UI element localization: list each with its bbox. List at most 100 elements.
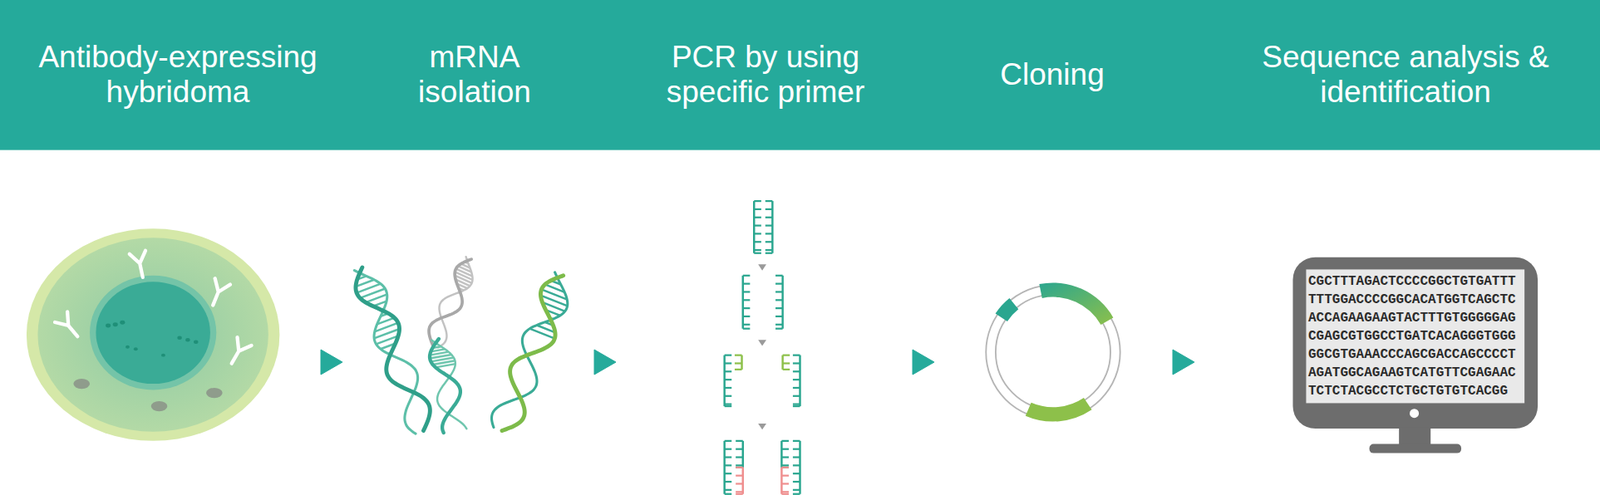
strand-tick [735,475,744,478]
step-heading: Cloning [960,0,1144,150]
strand-tick [782,362,791,365]
helix-strand [502,275,564,432]
sequence-line: CGCTTTAGACTCCCCGGCTGTGATTT [1308,272,1517,291]
hybridoma-cell [26,228,280,442]
strand-tick [792,395,801,398]
strand-tick [734,369,743,371]
strand-tick [792,354,801,357]
strand-tick [781,464,789,467]
sequence-line: ACCAGAAGAAGTACTTTGTGGGGGAG [1308,309,1517,328]
dna-strand [735,441,744,495]
helix-rung [529,329,555,340]
strand-tick [724,440,733,443]
plasmid-insert [1038,282,1113,325]
strand-tick [792,405,801,408]
dna-strand [792,441,801,495]
plasmid-insert [1025,398,1093,422]
process-step: PCR by using specific primer [628,0,894,491]
strand-tick [775,324,783,326]
strand-tick [753,224,762,227]
strand-backbone [740,355,743,370]
sequence-line: CGAGCGTGGCCTGATCACAGGGTGGG [1308,327,1517,346]
computer-monitor [1292,257,1538,454]
strand-tick [765,241,773,243]
strand-tick [792,493,801,495]
sequence-line: GGCGTGAAACCCAGCGACCAGCCCCT [1308,345,1517,365]
strand-tick [753,241,762,243]
strand-tick [743,307,751,310]
strand-tick [734,354,743,357]
strand-tick [782,354,791,357]
strand-tick [753,200,762,202]
strand-tick [724,362,733,365]
strand-tick [781,440,789,443]
strand-backbone [780,441,783,468]
strand-tick [792,448,801,451]
strand-tick [792,362,801,365]
strand-tick [735,493,744,495]
helix-strand [428,259,472,345]
strand-tick [781,475,789,478]
dna-strand [724,355,733,407]
strand-tick [724,403,733,406]
strand-tick [734,362,743,365]
dna-strand [782,355,791,370]
flow-arrow [1172,349,1195,375]
strand-tick [781,448,789,451]
strand-tick [743,299,751,301]
strand-tick [735,448,744,451]
strand-backbone [742,441,744,468]
dna-strand [743,275,751,330]
sequence-text: CGCTTTAGACTCCCCGGCTGTGATTTTTTGGACCCCGGCA… [1308,272,1517,401]
strand-tick [753,208,762,211]
helix-strand [429,339,461,434]
strand-tick [743,324,751,326]
strand-tick [792,481,801,483]
strand-tick [792,370,801,373]
strand-tick [735,491,744,493]
strand-backbone [780,467,783,495]
strand-tick [743,315,751,318]
strand-tick [735,456,744,458]
strand-tick [792,440,801,443]
strand-tick [743,328,751,330]
strand-tick [792,489,801,492]
strand-tick [735,464,744,467]
strand-tick [792,387,801,389]
strand-tick [753,216,762,219]
strand-tick [775,283,783,286]
sequence-line: TTTGGACCCCGGCACATGGTCAGCTC [1308,290,1517,310]
strand-tick [753,232,762,235]
strand-tick [724,395,733,398]
strand-tick [735,440,744,443]
strand-tick [781,467,789,469]
sequence-line: TCTCTACGCCTCTGCTGTGTCACGG [1308,382,1517,401]
step-heading: Antibody-expressing hybridoma [24,0,332,150]
strand-tick [781,493,789,495]
step-heading: Sequence analysis & identification [1251,0,1560,150]
dna-strand [792,355,801,407]
helix-rungs [355,271,400,350]
strand-tick [735,482,744,485]
strand-tick [782,369,791,371]
strand-tick [724,493,733,495]
strand-tick [765,232,773,235]
process-step: Antibody-expressing hybridoma [24,0,320,491]
strand-tick [753,249,762,252]
helix-strand [492,272,568,429]
dna-strand [775,275,783,330]
strand-tick [775,315,783,318]
strand-tick [765,252,773,255]
strand-backbone [742,467,744,495]
strand-tick [765,224,773,227]
dna-strand [765,201,773,254]
strand-tick [781,491,789,493]
flow-arrow [912,349,935,375]
flow-arrow [320,349,343,375]
strand-tick [724,481,733,483]
dna-strand [781,441,789,495]
process-step: Sequence analysis & identification [1211,0,1578,491]
